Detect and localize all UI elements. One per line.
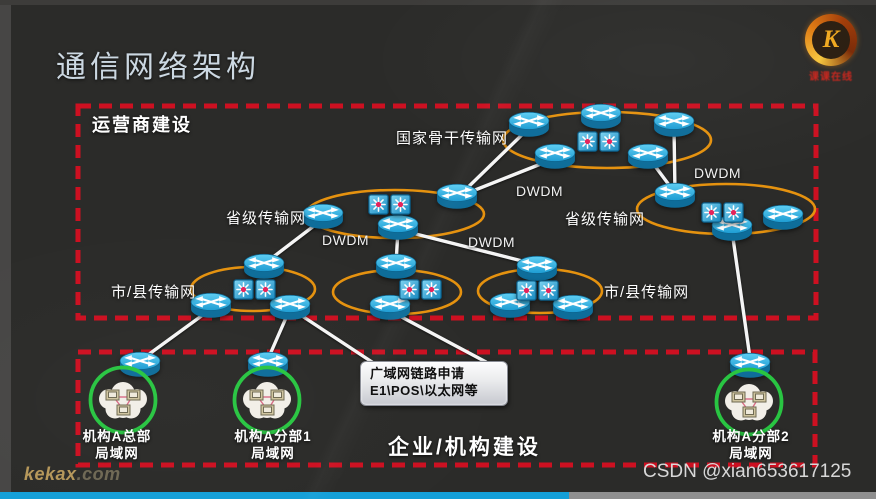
lan-cloud-icon — [229, 361, 305, 437]
frame-edge-left — [0, 0, 11, 499]
router-icon — [626, 142, 670, 171]
logo-letter: K — [812, 21, 850, 59]
wan-link-callout: 广域网链路申请 E1\POS\以太网等 — [360, 361, 508, 406]
switch-pair-icon — [701, 202, 744, 223]
city-right-label: 市/县传输网 — [604, 284, 690, 301]
switch-pair-icon — [233, 279, 276, 300]
logo-caption: 课课在线 — [809, 72, 853, 83]
router-icon — [653, 181, 697, 210]
video-progress-played — [0, 492, 570, 499]
dwdm-label: DWDM — [516, 183, 564, 199]
lan-label-hq: 机构A总部 局域网 — [82, 429, 152, 461]
dwdm-label: DWDM — [322, 232, 370, 248]
enterprise-zone-label: 企业/机构建设 — [388, 436, 541, 459]
router-icon — [435, 182, 479, 211]
lan-label-branch1: 机构A分部1 局域网 — [234, 429, 312, 461]
page-title: 通信网络架构 — [56, 51, 260, 84]
kekax-watermark: kekax.com — [24, 464, 121, 484]
lan-label-branch2: 机构A分部2 局域网 — [712, 429, 790, 461]
operator-zone-border — [75, 103, 819, 321]
city-left-label: 市/县传输网 — [111, 284, 197, 301]
video-progress-bar[interactable] — [0, 492, 876, 499]
router-icon — [374, 252, 418, 281]
channel-logo: K 课课在线 — [802, 14, 860, 83]
router-icon — [515, 254, 559, 283]
router-icon — [533, 142, 577, 171]
router-icon — [507, 110, 551, 139]
frame-edge-top — [0, 0, 876, 5]
enterprise-zone-border — [75, 349, 818, 468]
router-icon — [761, 203, 805, 232]
router-icon — [579, 102, 623, 131]
router-icon — [301, 202, 345, 231]
router-icon — [376, 213, 420, 242]
dwdm-label: DWDM — [468, 234, 516, 250]
switch-pair-icon — [368, 194, 411, 215]
router-icon — [242, 252, 286, 281]
lan-cloud-icon — [711, 363, 787, 439]
backbone-network-label: 国家骨干传输网 — [396, 130, 509, 147]
provincial-right-label: 省级传输网 — [565, 211, 646, 228]
switch-pair-icon — [516, 280, 559, 301]
operator-zone-label: 运营商建设 — [92, 115, 192, 135]
lan-cloud-icon — [85, 361, 161, 437]
router-icon — [652, 110, 696, 139]
switch-pair-icon — [399, 279, 442, 300]
logo-ring-icon: K — [805, 14, 857, 66]
provincial-left-label: 省级传输网 — [226, 210, 307, 227]
dwdm-label: DWDM — [694, 165, 742, 181]
csdn-watermark: CSDN @xian653617125 — [643, 461, 852, 482]
switch-pair-icon — [577, 131, 620, 152]
